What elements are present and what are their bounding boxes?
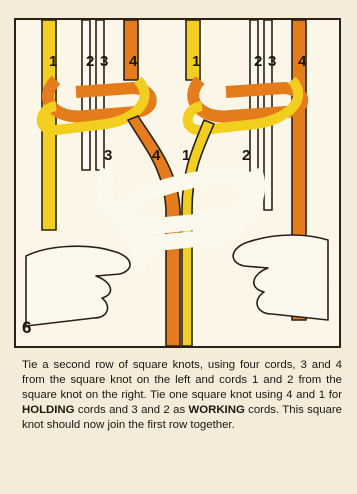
working-label-4: 4 bbox=[152, 147, 161, 164]
working-label-2: 2 bbox=[242, 147, 250, 164]
right-cord-1 bbox=[186, 20, 200, 80]
left-hand bbox=[26, 246, 130, 326]
working-label-3: 3 bbox=[104, 147, 112, 164]
right-hand bbox=[233, 235, 328, 320]
right-label-3: 3 bbox=[268, 53, 276, 70]
working-label-1: 1 bbox=[182, 147, 190, 164]
square-knot-illustration: 1 2 3 4 1 2 3 4 3 4 1 2 bbox=[14, 18, 341, 348]
knot-diagram: 1 2 3 4 1 2 3 4 3 4 1 2 bbox=[16, 20, 339, 346]
right-label-4: 4 bbox=[298, 53, 307, 70]
left-label-4: 4 bbox=[129, 53, 138, 70]
caption-part-1: Tie a second row of square knots, using … bbox=[22, 359, 342, 401]
right-label-2: 2 bbox=[254, 53, 262, 70]
left-label-2: 2 bbox=[86, 53, 94, 70]
step-number: 6 bbox=[22, 318, 31, 338]
right-label-1: 1 bbox=[192, 53, 200, 70]
working-keyword: WORKING bbox=[188, 404, 244, 416]
left-label-1: 1 bbox=[49, 53, 57, 70]
holding-keyword: HOLDING bbox=[22, 404, 75, 416]
left-label-3: 3 bbox=[100, 53, 108, 70]
caption-part-2: cords and 3 and 2 as bbox=[75, 404, 189, 416]
left-cord-4 bbox=[124, 20, 138, 80]
instruction-caption: Tie a second row of square knots, using … bbox=[22, 358, 342, 433]
